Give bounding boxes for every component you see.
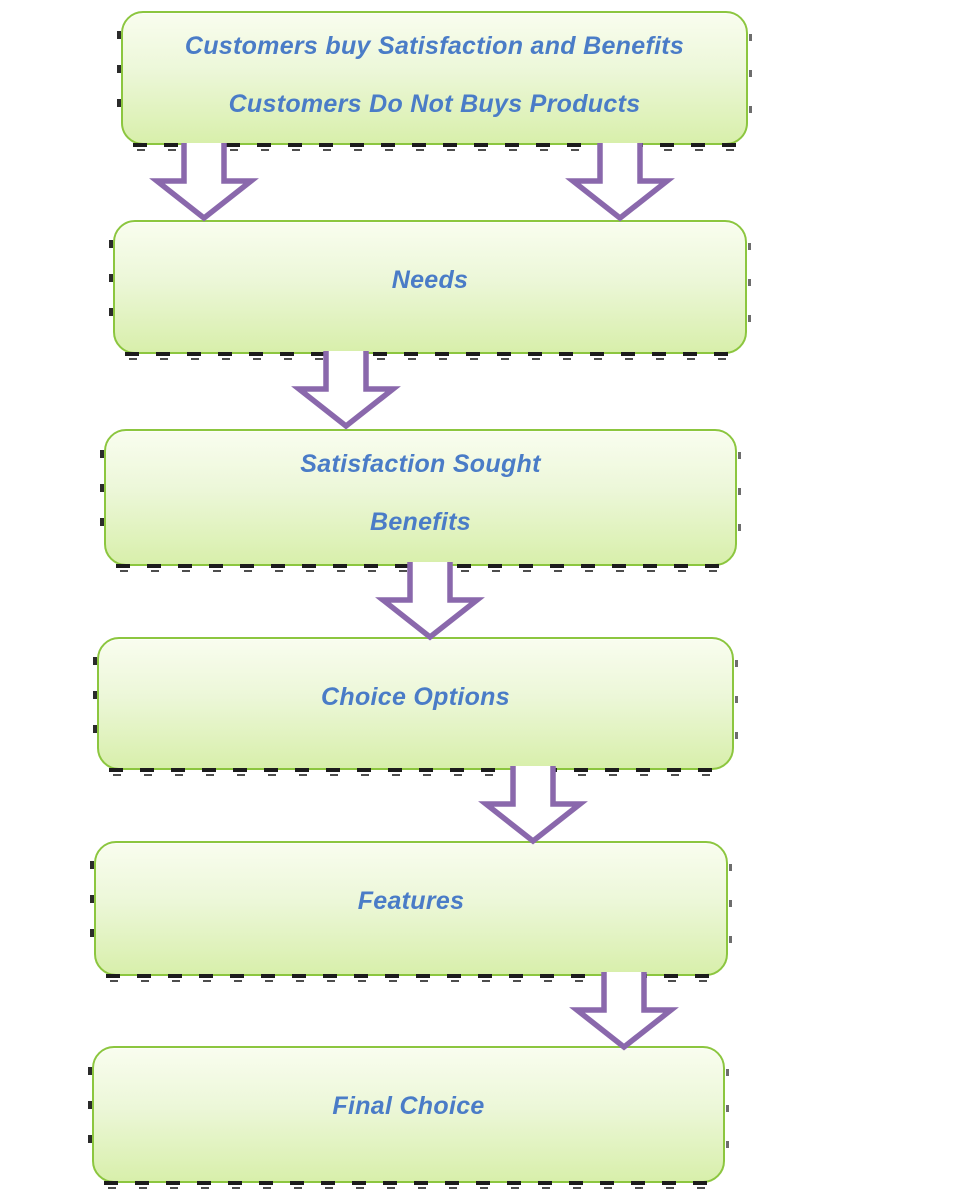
shadow-marks (738, 452, 741, 546)
down-arrow-icon (569, 972, 679, 1051)
flow-box-final-choice: Final Choice (88, 1046, 729, 1189)
box-text-line: Benefits (369, 508, 472, 536)
flow-box-features: Features (90, 841, 732, 982)
box-text-line: Needs (391, 266, 469, 294)
shadow-marks (726, 1069, 729, 1163)
flow-box-premise: Customers buy Satisfaction and Benefits … (117, 11, 752, 151)
box-text-line: Features (357, 887, 465, 915)
shadow-marks (735, 659, 738, 750)
box-text-line: Customers buy Satisfaction and Benefits (184, 32, 685, 60)
shadow-marks (729, 863, 732, 956)
down-arrow-icon (478, 766, 588, 845)
flow-box-needs: Needs (109, 220, 751, 360)
box-text-line: Satisfaction Sought (300, 450, 541, 478)
flow-box-choice-options: Choice Options (93, 637, 738, 776)
down-arrow-icon (565, 143, 675, 222)
box-text-line: Final Choice (332, 1092, 485, 1120)
shadow-marks (749, 33, 752, 125)
down-arrow-icon (375, 562, 485, 641)
shadow-marks (748, 242, 751, 334)
down-arrow-icon (291, 351, 401, 430)
box-text-line: Choice Options (321, 683, 510, 711)
down-arrow-icon (149, 143, 259, 222)
flow-box-satisfaction: Satisfaction Sought Benefits (100, 429, 741, 572)
box-text-line: Customers Do Not Buys Products (228, 90, 641, 118)
